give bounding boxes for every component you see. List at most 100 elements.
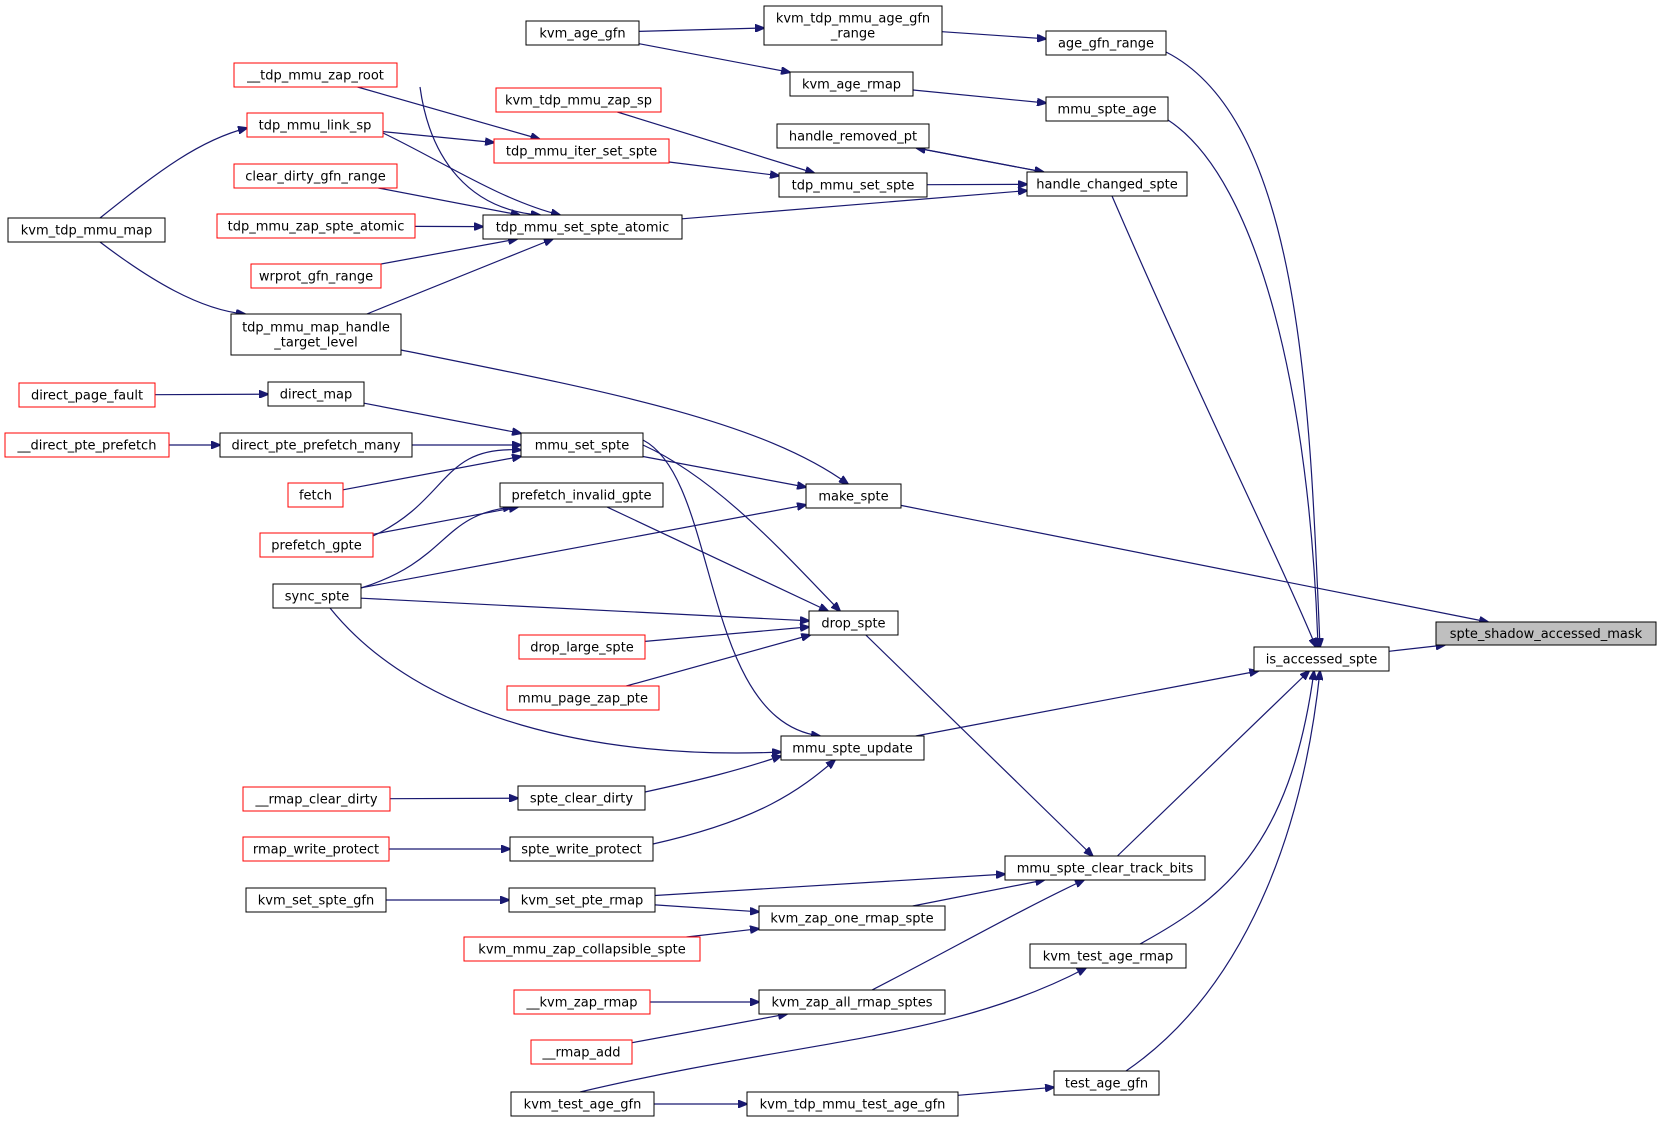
node-box [1053, 1070, 1160, 1096]
node-__tdp_mmu_zap_root[interactable]: __tdp_mmu_zap_root [233, 62, 398, 88]
node-box [242, 836, 390, 862]
call-edges [99, 28, 1488, 1104]
node-label: age_gfn_range [1058, 37, 1154, 52]
node-tdp_mmu_iter_set_spte[interactable]: tdp_mmu_iter_set_spte [493, 138, 670, 164]
node-drop_spte[interactable]: drop_spte [808, 610, 899, 636]
node-__direct_pte_prefetch[interactable]: __direct_pte_prefetch [4, 432, 170, 458]
node-clear_dirty_gfn_range[interactable]: clear_dirty_gfn_range [233, 163, 398, 189]
call-edge-kvm_age_rmap-to-mmu_spte_age [912, 89, 1046, 103]
node-__kvm_zap_rmap[interactable]: __kvm_zap_rmap [513, 989, 651, 1015]
node-kvm_age_gfn[interactable]: kvm_age_gfn [525, 20, 640, 46]
node-mmu_spte_age[interactable]: mmu_spte_age [1045, 96, 1169, 122]
node-label: tdp_mmu_iter_set_spte [506, 145, 657, 160]
node-sync_spte[interactable]: sync_spte [272, 583, 362, 609]
call-edge-test_age_gfn-to-is_accessed_spte [1125, 671, 1320, 1072]
call-edge-sync_spte-to-prefetch_invalid_gpte [360, 507, 512, 589]
node-box [509, 836, 654, 862]
node-prefetch_invalid_gpte[interactable]: prefetch_invalid_gpte [499, 482, 664, 508]
call-edge-spte_write_protect-to-mmu_spte_update [652, 760, 835, 845]
node-spte_write_protect[interactable]: spte_write_protect [509, 836, 654, 862]
function-nodes: spte_shadow_accessed_mask is_accessed_spt… [4, 5, 1657, 1117]
node-box [18, 382, 156, 408]
node-box [287, 482, 344, 508]
call-edge-sync_spte-to-make_spte [360, 505, 806, 589]
node-prefetch_gpte[interactable]: prefetch_gpte [259, 532, 374, 558]
node-box [246, 112, 384, 138]
node-kvm_age_rmap[interactable]: kvm_age_rmap [789, 71, 914, 97]
node-tdp_mmu_set_spte[interactable]: tdp_mmu_set_spte [778, 172, 928, 198]
node-direct_map[interactable]: direct_map [267, 381, 365, 407]
node-tdp_mmu_set_spte_atomic[interactable]: tdp_mmu_set_spte_atomic [482, 214, 683, 240]
node-spte_shadow_accessed_mask[interactable]: spte_shadow_accessed_mask [1435, 621, 1657, 646]
node-tdp_mmu_zap_spte_atomic[interactable]: tdp_mmu_zap_spte_atomic [216, 213, 416, 239]
node-direct_pte_prefetch_many[interactable]: direct_pte_prefetch_many [219, 432, 413, 458]
call-edge-clear_dirty_gfn_range-to-tdp_mmu_set_spte_atomic [378, 187, 519, 215]
node-box [513, 989, 651, 1015]
node-box [1004, 855, 1206, 881]
call-edge-make_spte-to-spte_shadow_accessed_mask [900, 504, 1488, 622]
node-kvm_set_pte_rmap[interactable]: kvm_set_pte_rmap [508, 887, 656, 913]
node-box [272, 583, 362, 609]
node-label: mmu_set_spte [535, 439, 630, 454]
node-kvm_test_age_rmap[interactable]: kvm_test_age_rmap [1029, 943, 1187, 969]
node-label: kvm_set_pte_rmap [521, 894, 644, 909]
node-kvm_set_spte_gfn[interactable]: kvm_set_spte_gfn [245, 887, 387, 913]
node-kvm_tdp_mmu_zap_sp[interactable]: kvm_tdp_mmu_zap_sp [495, 87, 662, 113]
node-kvm_tdp_mmu_test_age_gfn[interactable]: kvm_tdp_mmu_test_age_gfn [746, 1091, 959, 1117]
node-kvm_zap_one_rmap_spte[interactable]: kvm_zap_one_rmap_spte [758, 905, 946, 931]
node-tdp_mmu_link_sp[interactable]: tdp_mmu_link_sp [246, 112, 384, 138]
node-label: __rmap_add [542, 1046, 621, 1061]
call-edge-sync_spte-to-drop_spte [360, 597, 809, 621]
node-label: drop_spte [821, 617, 885, 632]
node-box [495, 87, 662, 113]
node-mmu_page_zap_pte[interactable]: mmu_page_zap_pte [506, 685, 660, 711]
node-box [805, 483, 902, 509]
node-label: kvm_age_gfn [539, 27, 625, 42]
node-label: kvm_zap_all_rmap_sptes [771, 996, 932, 1011]
node-box [259, 532, 374, 558]
node-label: is_accessed_spte [1266, 653, 1378, 668]
node-__rmap_add[interactable]: __rmap_add [530, 1039, 633, 1065]
node-box [1029, 943, 1187, 969]
node-spte_clear_dirty[interactable]: spte_clear_dirty [517, 785, 646, 811]
node-test_age_gfn[interactable]: test_age_gfn [1053, 1070, 1160, 1096]
node-box [499, 482, 664, 508]
node-kvm_tdp_mmu_map[interactable]: kvm_tdp_mmu_map [7, 217, 166, 243]
node-box [1026, 171, 1188, 197]
call-edge-__rmap_clear_dirty-to-spte_clear_dirty [389, 798, 518, 799]
node-label: direct_page_fault [31, 389, 143, 404]
node-mmu_spte_clear_track_bits[interactable]: mmu_spte_clear_track_bits [1004, 855, 1206, 881]
node-label: mmu_spte_clear_track_bits [1017, 862, 1194, 877]
call-edge-tdp_mmu_link_sp-to-tdp_mmu_set_spte_atomic [382, 132, 560, 215]
call-edge-drop_spte-to-mmu_spte_clear_track_bits [865, 634, 1093, 856]
node-box [746, 1091, 959, 1117]
node-fetch[interactable]: fetch [287, 482, 344, 508]
node-label: kvm_mmu_zap_collapsible_spte [478, 943, 685, 958]
node-tdp_mmu_map_handle_target_level[interactable]: tdp_mmu_map_handle_target_level [230, 313, 402, 356]
node-kvm_tdp_mmu_age_gfn_range[interactable]: kvm_tdp_mmu_age_gfn_range [763, 5, 943, 46]
node-rmap_write_protect[interactable]: rmap_write_protect [242, 836, 390, 862]
node-mmu_spte_update[interactable]: mmu_spte_update [780, 735, 925, 761]
node-mmu_set_spte[interactable]: mmu_set_spte [520, 432, 644, 458]
node-is_accessed_spte[interactable]: is_accessed_spte [1253, 646, 1390, 672]
call-edge-handle_changed_spte-to-is_accessed_spte [1111, 195, 1316, 647]
call-edge-mmu_set_spte-to-mmu_spte_update [642, 439, 820, 736]
node-handle_changed_spte[interactable]: handle_changed_spte [1026, 171, 1188, 197]
node-__rmap_clear_dirty[interactable]: __rmap_clear_dirty [242, 786, 391, 812]
call-edge-mmu_set_spte-to-drop_spte [642, 444, 840, 611]
node-kvm_mmu_zap_collapsible_spte[interactable]: kvm_mmu_zap_collapsible_spte [463, 936, 701, 962]
node-box [230, 313, 402, 356]
node-kvm_test_age_gfn[interactable]: kvm_test_age_gfn [510, 1091, 655, 1117]
node-label: kvm_test_age_rmap [1043, 950, 1174, 965]
node-handle_removed_pt[interactable]: handle_removed_pt [776, 123, 930, 149]
node-box [520, 432, 644, 458]
node-label: test_age_gfn [1065, 1077, 1148, 1092]
node-box [233, 62, 398, 88]
node-wrprot_gfn_range[interactable]: wrprot_gfn_range [250, 263, 382, 289]
node-make_spte[interactable]: make_spte [805, 483, 902, 509]
node-kvm_zap_all_rmap_sptes[interactable]: kvm_zap_all_rmap_sptes [758, 989, 946, 1015]
node-age_gfn_range[interactable]: age_gfn_range [1045, 30, 1167, 56]
node-box [508, 887, 656, 913]
node-direct_page_fault[interactable]: direct_page_fault [18, 382, 156, 408]
node-drop_large_spte[interactable]: drop_large_spte [518, 634, 646, 660]
